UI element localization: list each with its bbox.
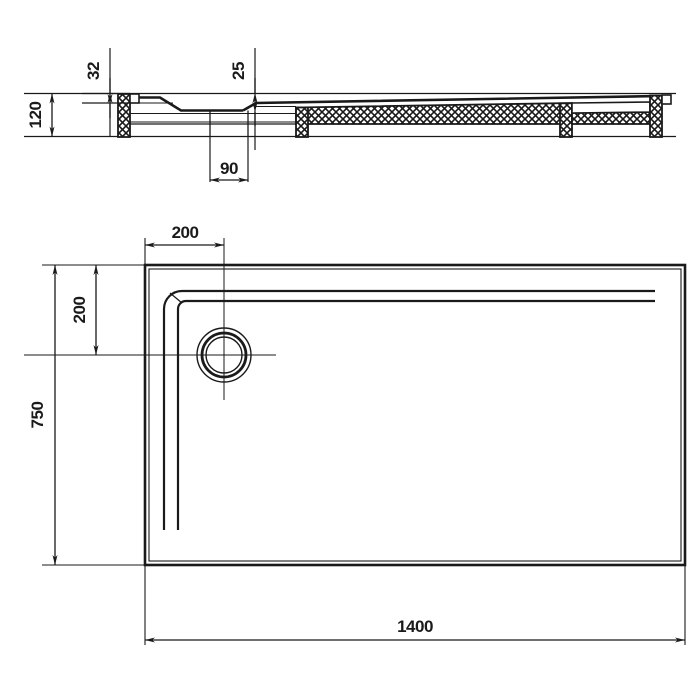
right-flange-lip [661, 94, 672, 105]
dimension-200-vertical: 200 [70, 264, 150, 356]
dimension-1400: 1400 [144, 565, 686, 645]
dim750-label: 750 [28, 402, 47, 429]
tray-outline-inner [148, 268, 682, 562]
dim25-label: 25 [229, 62, 248, 80]
corner-chamfer-tick [169, 292, 183, 304]
support-leg-mid-hatch [559, 102, 573, 138]
dimension-120: 120 [26, 93, 55, 137]
right-void [571, 101, 651, 114]
dimension-90: 90 [209, 137, 249, 183]
tray-outline-outer [143, 263, 687, 567]
left-wall-hatch [117, 93, 131, 138]
dim200h-label: 200 [172, 223, 199, 242]
tray-channel-inner [176, 299, 655, 530]
dim120-label: 120 [26, 102, 45, 129]
left-flange-lip [129, 93, 140, 104]
right-wall-hatch [649, 94, 663, 138]
section-view-group: 32 25 120 90 [24, 48, 676, 183]
dimension-32: 32 [82, 48, 130, 136]
dim200v-label: 200 [70, 297, 89, 324]
dim1400-label: 1400 [397, 617, 433, 636]
dim90-label: 90 [220, 159, 238, 178]
plan-view-group: 200 200 750 1400 [24, 223, 687, 645]
tray-channel-outer [162, 289, 655, 530]
dim32-label: 32 [84, 62, 103, 80]
center-support-hatch [295, 102, 573, 125]
section-body [117, 93, 672, 138]
dimension-25: 25 [229, 48, 258, 150]
tray-slope-left [139, 96, 213, 112]
dimension-200-horizontal: 200 [144, 223, 224, 272]
support-leg-left-hatch [295, 106, 309, 138]
right-support-hatch [571, 111, 651, 125]
dimension-750: 750 [28, 264, 150, 566]
